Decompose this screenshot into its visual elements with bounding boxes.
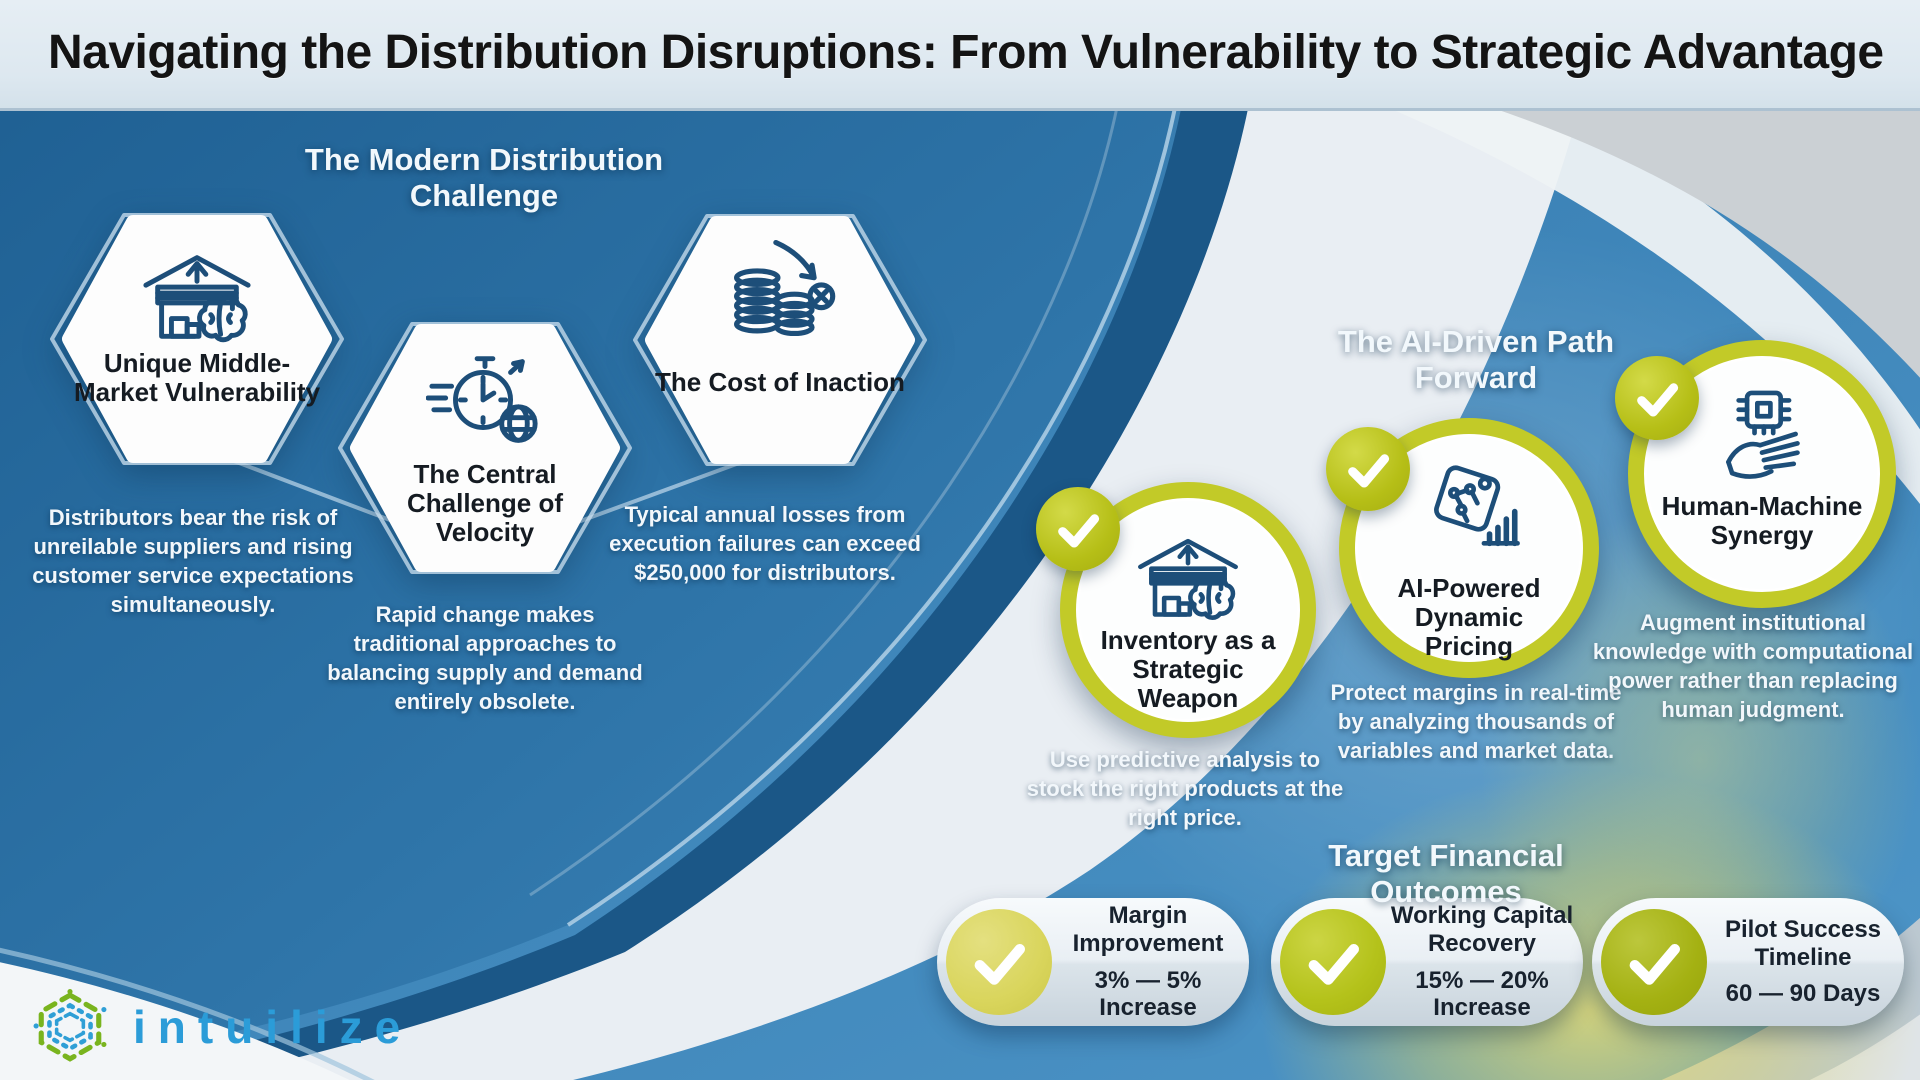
warehouse-brain-icon xyxy=(1138,538,1238,620)
outcome-pill-pilot: Pilot Success Timeline 60 — 90 Days xyxy=(1592,898,1904,1026)
hexagon-shape xyxy=(338,322,632,574)
challenge-card-velocity: The Central Challenge of Velocity xyxy=(335,308,635,588)
brand-logo: intuilize xyxy=(33,988,412,1066)
check-icon xyxy=(1348,454,1390,488)
ai-card-description: Protect margins in real-time by analyzin… xyxy=(1330,680,1622,764)
challenge-card-description: Typical annual losses from execution fai… xyxy=(609,502,921,586)
outcome-range: 15% — 20% xyxy=(1415,966,1549,994)
challenge-card-inaction: The Cost of Inaction xyxy=(630,200,930,480)
outcome-pill-working-capital: Working Capital Recovery 15% — 20% Incre… xyxy=(1271,898,1583,1026)
check-icon xyxy=(1308,944,1359,985)
ai-card-title: AI-Powered Dynamic Pricing xyxy=(1397,573,1541,662)
outcome-unit: Increase xyxy=(1099,994,1197,1022)
check-badge xyxy=(1326,427,1410,511)
outcome-range: 60 — 90 Days xyxy=(1725,980,1881,1008)
page-title: Navigating the Distribution Disruptions:… xyxy=(48,26,1884,79)
brand-name: intuilize xyxy=(133,1001,413,1053)
stopwatch-globe-icon xyxy=(426,356,538,443)
check-icon xyxy=(974,944,1025,985)
outcome-pill-margin: Margin Improvement 3% — 5% Increase xyxy=(937,898,1249,1026)
outcome-title: Pilot Success Timeline xyxy=(1724,916,1882,971)
ai-section-heading: The AI-Driven Path Forward xyxy=(1337,324,1615,395)
check-badge xyxy=(1615,356,1699,440)
outcome-title: Working Capital Recovery xyxy=(1390,902,1574,957)
outcome-range: 3% — 5% xyxy=(1094,966,1202,994)
header-bar: Navigating the Distribution Disruptions:… xyxy=(0,0,1920,111)
check-icon xyxy=(1637,383,1679,417)
outcome-pill-text: Working Capital Recovery 15% — 20% Incre… xyxy=(1389,898,1575,1026)
warehouse-brain-icon xyxy=(143,255,251,343)
outcome-unit: Increase xyxy=(1433,994,1531,1022)
check-icon xyxy=(1629,944,1680,985)
hexagon-shape xyxy=(633,214,927,466)
challenge-card-description: Distributors bear the risk of unreilable… xyxy=(32,505,354,618)
hexagon-shape xyxy=(50,213,344,465)
check-badge xyxy=(1036,487,1120,571)
ai-card-title: Inventory as a Strategic Weapon xyxy=(1100,625,1276,714)
challenge-card-title: Unique Middle-Market Vulnerability xyxy=(73,348,321,408)
chip-hand-icon xyxy=(1726,390,1800,479)
ai-card-description: Use predictive analysis to stock the rig… xyxy=(1026,747,1344,831)
outcome-title: Margin Improvement xyxy=(1072,902,1224,957)
ai-card-title: Human-Machine Synergy xyxy=(1661,491,1863,551)
challenge-card-title: The Central Challenge of Velocity xyxy=(406,459,563,548)
outcome-pill-text: Pilot Success Timeline 60 — 90 Days xyxy=(1710,898,1896,1026)
outcome-pill-text: Margin Improvement 3% — 5% Increase xyxy=(1055,898,1241,1026)
check-icon xyxy=(1058,514,1100,548)
challenge-card-vulnerability: Unique Middle-Market Vulnerability xyxy=(47,199,347,479)
brand-hexagon-icon xyxy=(33,989,107,1062)
check-circle xyxy=(1601,909,1707,1015)
check-circle xyxy=(1280,909,1386,1015)
challenge-card-title: The Cost of Inaction xyxy=(655,367,905,397)
check-circle xyxy=(946,909,1052,1015)
price-tag-circuit-icon xyxy=(1434,465,1520,547)
challenge-section-heading: The Modern Distribution Challenge xyxy=(304,142,664,213)
challenge-card-description: Rapid change makes traditional approache… xyxy=(327,602,643,715)
coins-decline-icon xyxy=(734,239,836,337)
ai-card-description: Augment institutional knowledge with com… xyxy=(1592,610,1914,723)
outcomes-section-heading: Target Financial Outcomes xyxy=(1328,838,1564,909)
